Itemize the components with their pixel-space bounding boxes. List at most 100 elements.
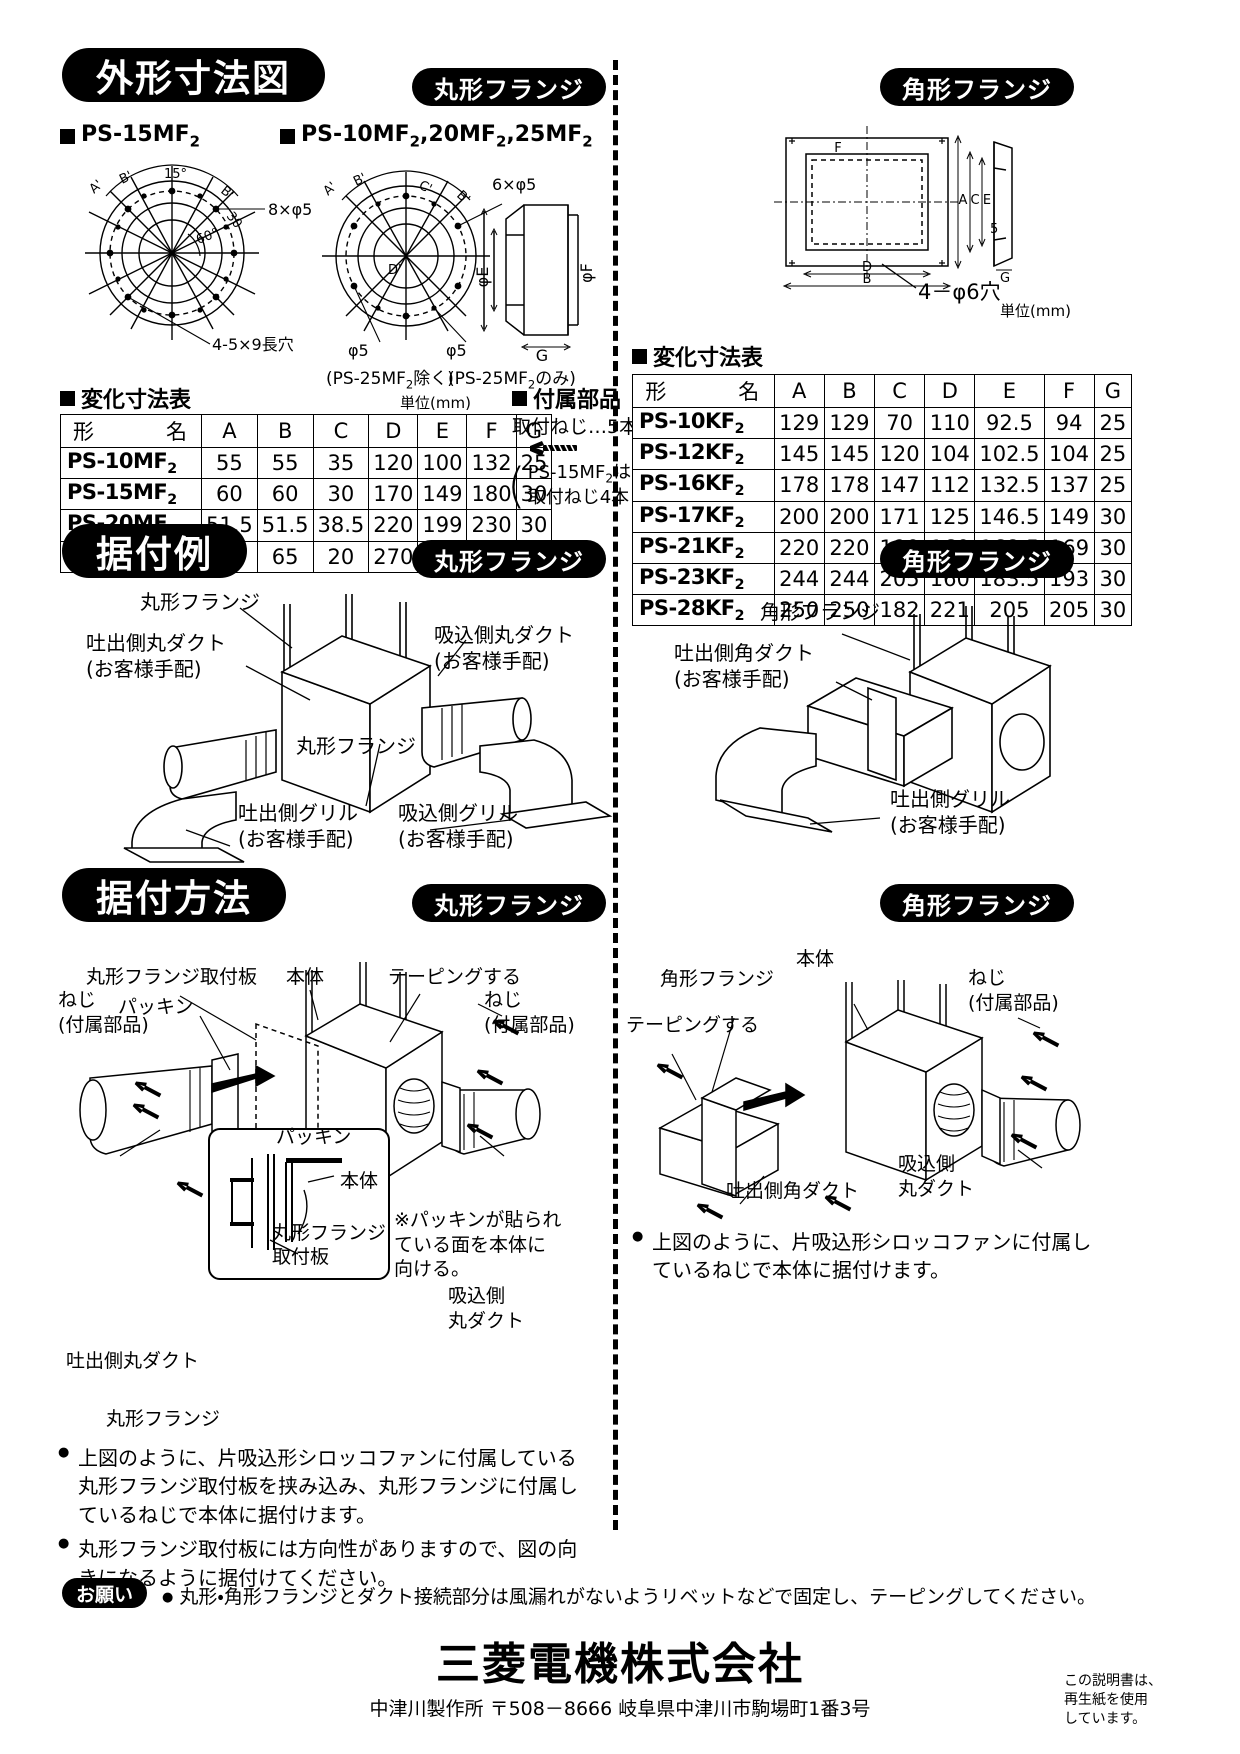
dim-label-e: E xyxy=(983,193,991,208)
cell-b: 51.5 xyxy=(256,509,314,542)
cell-g: 25 xyxy=(515,446,553,480)
dim-label-b: B xyxy=(863,272,872,287)
right-table-unit: 単位(mm) xyxy=(1000,302,1071,320)
table-header-row: 形 名 A B C D E F G xyxy=(60,414,553,448)
callout-b-mark: B' xyxy=(117,169,135,188)
drawing-install-method-square xyxy=(656,980,1081,1220)
notice-text-wrap: ● 丸形・角形フランジとダクト接続部分は風漏れがないようリベットなどで固定し、テ… xyxy=(162,1582,1096,1609)
cell-e: 146.5 xyxy=(974,500,1045,533)
recycle-note-1: この説明書は、 xyxy=(1064,1673,1162,1689)
cell-c: 171 xyxy=(873,500,926,533)
callout-4-phi6-leader xyxy=(881,263,917,289)
company-name: 三菱電機株式会社 xyxy=(436,1639,804,1690)
cell-c: 120 xyxy=(873,438,926,471)
cell-a: 145 xyxy=(773,438,825,471)
label-suction-round-duct-2: 丸ダクト xyxy=(448,1309,525,1332)
callout-8-phi5: 8×φ5 xyxy=(268,200,312,219)
right-dimension-table: 形 名 A B C D E F G PS-10KF2 129 129 70 11… xyxy=(632,374,1133,627)
label-inset-plate-1: 丸形フランジ xyxy=(272,1222,387,1244)
label-body-right: 本体 xyxy=(796,948,835,970)
cell-c: 30 xyxy=(312,478,370,511)
cell-c: 35 xyxy=(312,446,370,480)
col-a: A xyxy=(201,414,258,448)
cell-f: 180 xyxy=(466,478,517,511)
drawing-install-example-round xyxy=(123,594,613,863)
cell-d: 104 xyxy=(924,438,976,471)
cell-b: 129 xyxy=(823,406,876,440)
col-f: F xyxy=(466,414,517,448)
cell-c: 182 xyxy=(873,594,926,627)
callout-c-mark-2: C' xyxy=(416,178,434,197)
cell-f: 132 xyxy=(466,446,517,480)
cell-model: PS-16KF2 xyxy=(632,469,775,502)
cell-model: PS-10MF2 xyxy=(60,446,202,480)
label-suction-grill-1: 吸込側グリル xyxy=(398,801,518,825)
col-b: B xyxy=(256,414,314,448)
label-suction-round-duct: 吸込側 丸ダクト xyxy=(448,1284,524,1333)
cell-b: 145 xyxy=(823,438,876,471)
label-discharge-grill-2: (お客様手配) xyxy=(238,827,354,851)
dim-label-a: A xyxy=(959,193,968,208)
cell-g: 30 xyxy=(515,509,553,542)
cell-g: 30 xyxy=(1093,594,1133,627)
cell-g: 30 xyxy=(1093,500,1133,533)
callout-deg15: 15° xyxy=(164,167,187,182)
cell-g: 30 xyxy=(1093,531,1133,564)
cell-e: 100 xyxy=(417,446,468,480)
drawing-flange-side-profile: φE φF G xyxy=(473,204,596,365)
label-screw-right-1: ねじ xyxy=(484,989,523,1011)
note-packing: ※パッキンが貼られ ている面を本体に 向ける。 xyxy=(394,1208,561,1282)
cell-e: 92.5 xyxy=(974,406,1045,440)
label-screw-right: ねじ (付属部品) xyxy=(484,988,575,1037)
cell-d: 221 xyxy=(924,594,976,627)
cell-b: 60 xyxy=(256,478,314,511)
col-g: G xyxy=(1093,374,1133,408)
cell-model: PS-23KF2 xyxy=(632,562,775,596)
cell-f: 104 xyxy=(1043,438,1095,471)
callout-G: G xyxy=(536,346,548,365)
cell-d: 170 xyxy=(368,478,419,511)
cell-a: 200 xyxy=(773,500,825,533)
label-inset-body: 本体 xyxy=(340,1170,379,1192)
callout-6-phi5: 6×φ5 xyxy=(492,175,536,194)
cell-f: 94 xyxy=(1043,406,1095,440)
label-inset-plate-2: 取付板 xyxy=(272,1245,330,1268)
callout-slots: 4-5×9長穴 xyxy=(212,335,294,354)
table-row: PS-17KF2 200 200 171 125 146.5 149 30 xyxy=(632,500,1133,533)
table-header-row: 形 名 A B C D E F G xyxy=(632,374,1133,408)
method-left-bullets: 上図のように、片吸込形シロッコファンに付属している丸形フランジ取付板を挟み込み、… xyxy=(58,1444,594,1598)
label-body: 本体 xyxy=(286,966,325,988)
label-discharge-duct-2: (お客様手配) xyxy=(86,657,202,681)
label-suction-duct-1: 吸込側丸ダクト xyxy=(434,623,574,647)
tag-round-flange-outline: 丸形フランジ xyxy=(412,68,606,106)
drawing-round-flange-ps15: A' B' 15° B' 60° 30 8×φ5 4-5×9長穴 xyxy=(85,164,312,354)
cell-c: 70 xyxy=(873,406,926,440)
cell-a: 250 xyxy=(773,594,825,627)
label-suction-round-duct-right-2: 丸ダクト xyxy=(898,1177,975,1200)
dim-label-c: C xyxy=(970,193,979,208)
label-inset-packing: パッキン xyxy=(276,1126,352,1148)
label-suction-grill: 吸込側グリル (お客様手配) xyxy=(398,800,518,852)
drawing-round-flange-ps10-20-25: A' B' C' B' D' 6×φ5 φ5 φ5 xyxy=(321,170,536,360)
cell-model: PS-10KF2 xyxy=(632,406,775,440)
drawing-install-example-square xyxy=(715,606,1052,833)
col-f: F xyxy=(1043,374,1095,408)
table-row: PS-12KF2 145 145 120 104 102.5 104 25 xyxy=(632,438,1133,471)
callout-phiE: φE xyxy=(473,267,492,288)
model-heading-ps15mf2-text: PS-15MF2 xyxy=(81,122,201,151)
label-discharge-round-duct: 吐出側丸ダクト xyxy=(66,1350,200,1372)
cell-a: 244 xyxy=(773,562,825,596)
label-discharge-square-duct-1: 吐出側角ダクト xyxy=(674,641,814,665)
side-thickness-label: 5 xyxy=(990,222,999,237)
label-screw-left-2: (付属部品) xyxy=(58,1013,149,1036)
cell-model: PS-15MF2 xyxy=(60,478,202,511)
dim-label-g-side: G xyxy=(1000,271,1010,286)
tag-square-flange-method: 角形フランジ xyxy=(880,884,1074,922)
callout-phi5-a: φ5 xyxy=(348,341,369,360)
cell-a: 220 xyxy=(773,531,825,564)
callout-phiF: φF xyxy=(577,263,596,283)
col-c: C xyxy=(312,414,370,448)
label-square-flange: 角形フランジ xyxy=(760,600,880,624)
right-table-title: 変化寸法表 xyxy=(632,340,763,372)
label-screw-right-section-1: ねじ xyxy=(968,967,1007,989)
